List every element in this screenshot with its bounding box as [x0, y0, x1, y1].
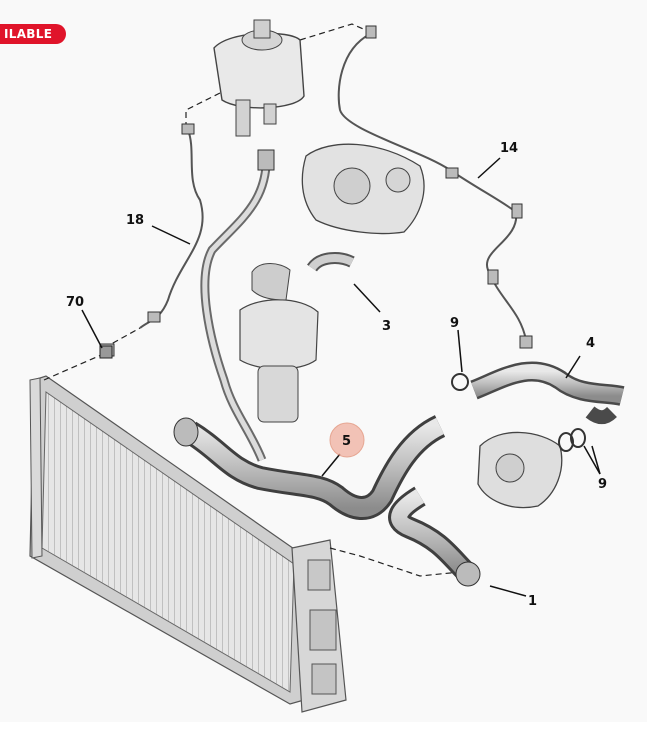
callout-5-highlight: [329, 422, 365, 458]
bottom-strip: [0, 722, 647, 736]
callout-14: 14: [500, 141, 518, 156]
callout-5: 5: [342, 434, 351, 449]
thermostat-housing: [477, 431, 563, 509]
callout-1: 1: [528, 594, 537, 609]
availability-badge: ILABLE: [0, 24, 67, 44]
callout-70: 70: [66, 295, 84, 310]
dashed-leaders: [43, 23, 461, 577]
oil-cooler: [239, 263, 319, 423]
callout-9-lower: 9: [598, 477, 607, 492]
callout-4: 4: [586, 336, 595, 351]
callout-18: 18: [126, 213, 144, 228]
radiator: [29, 375, 347, 713]
water-pump: [301, 143, 425, 235]
clip-70: [99, 345, 113, 359]
o-rings: [451, 373, 586, 452]
callout-3: 3: [382, 319, 391, 334]
expansion-tank: [213, 19, 305, 137]
leader-lines: [81, 157, 601, 597]
callout-9-upper: 9: [450, 316, 459, 331]
